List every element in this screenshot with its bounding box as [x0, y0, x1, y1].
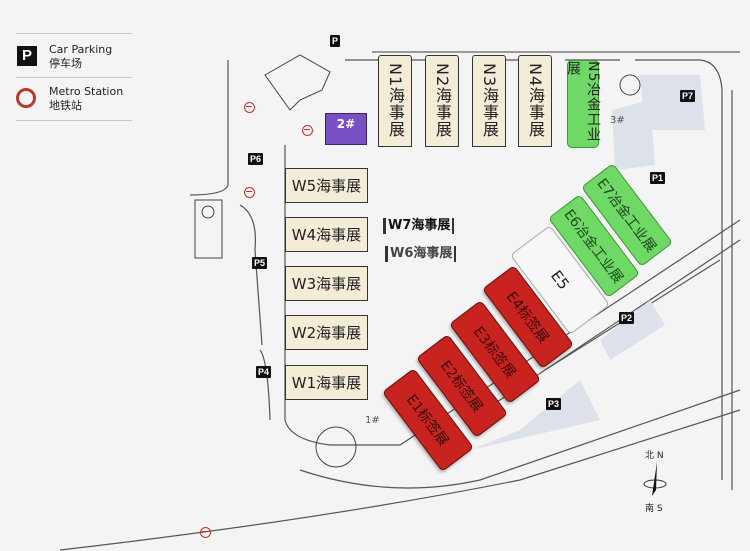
hall-label: W1海事展: [291, 374, 362, 392]
hall-w7[interactable]: W7海事展: [383, 218, 455, 234]
hall-label: N1海事展: [386, 63, 405, 139]
hall-label: N3海事展: [480, 63, 499, 139]
hall-w5[interactable]: W5海事展: [285, 168, 368, 203]
hall-n3[interactable]: N3海事展: [472, 55, 506, 147]
legend-parking-en: Car Parking: [49, 43, 113, 56]
compass-icon: [643, 462, 667, 496]
legend-parking-cn: 停车场: [49, 57, 82, 70]
entrance-2[interactable]: 2#: [325, 113, 367, 145]
hall-n4[interactable]: N4海事展: [518, 55, 552, 147]
hall-label: W2海事展: [291, 324, 362, 342]
metro-icon[interactable]: [244, 187, 255, 198]
parking-p6[interactable]: P6: [248, 153, 264, 165]
hall-label: N5冶金工业展: [565, 61, 601, 143]
metro-icon[interactable]: [244, 102, 255, 113]
parking-p1[interactable]: P1: [650, 172, 666, 184]
hall-label: N2海事展: [433, 63, 452, 139]
hall-w4[interactable]: W4海事展: [285, 217, 368, 252]
hall-w6[interactable]: W6海事展: [385, 246, 457, 262]
metro-icon[interactable]: [302, 125, 313, 136]
hall-w2[interactable]: W2海事展: [285, 315, 368, 350]
metro-icon: [16, 88, 36, 108]
hall-label: W5海事展: [291, 177, 362, 195]
legend-divider: [16, 120, 132, 121]
hall-w3[interactable]: W3海事展: [285, 266, 368, 301]
parking-p3[interactable]: P3: [546, 398, 562, 410]
hall-label: N4海事展: [526, 63, 545, 139]
compass-north: 北 N: [645, 451, 664, 461]
entrance-1[interactable]: 1#: [365, 415, 380, 426]
hall-n2[interactable]: N2海事展: [425, 55, 459, 147]
legend-divider: [16, 33, 132, 34]
entrance-3[interactable]: 3#: [610, 115, 625, 126]
legend-metro-en: Metro Station: [49, 85, 124, 98]
hall-n5[interactable]: N5冶金工业展: [565, 60, 601, 148]
parking-p2[interactable]: P2: [619, 312, 635, 324]
metro-icon[interactable]: [200, 527, 211, 538]
hall-label: E5: [547, 266, 573, 294]
legend-metro-cn: 地铁站: [49, 99, 82, 112]
hall-w1[interactable]: W1海事展: [285, 365, 368, 400]
hall-label: W4海事展: [291, 226, 362, 244]
parking-marker[interactable]: P: [330, 35, 341, 47]
hall-label: W3海事展: [291, 275, 362, 293]
legend-divider: [16, 77, 132, 78]
compass-south: 南 S: [645, 504, 663, 514]
entrance-label: 2#: [336, 117, 356, 131]
parking-p7[interactable]: P7: [680, 90, 696, 102]
parking-p5[interactable]: P5: [252, 257, 268, 269]
parking-p4[interactable]: P4: [256, 366, 272, 378]
hall-n1[interactable]: N1海事展: [378, 55, 412, 147]
parking-icon: P: [17, 46, 37, 66]
